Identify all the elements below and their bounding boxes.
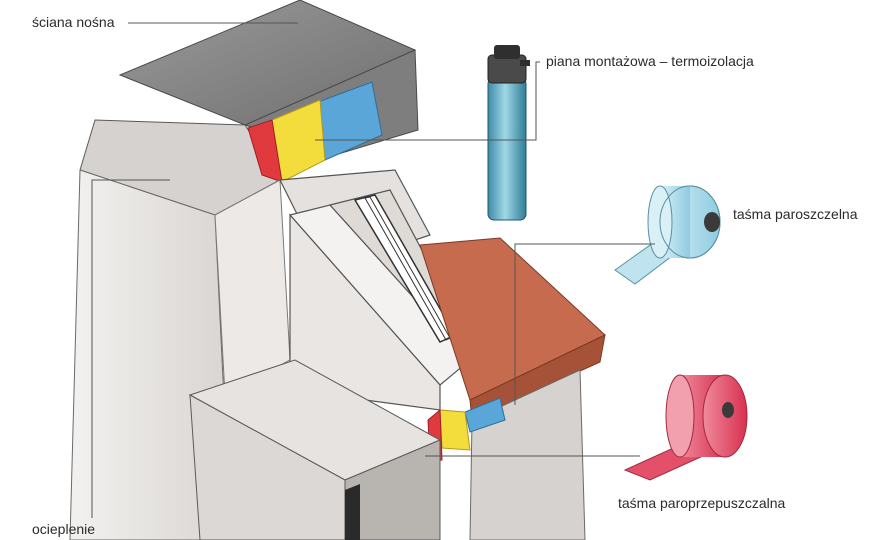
leader-foam [315,61,540,141]
label-vapor-tight-tape: taśma paroszczelna [733,206,858,222]
foam-can [487,45,530,221]
vapor-permeable-tape-roll [623,374,748,481]
interior-window-sill [419,237,606,421]
exterior-sill-block [188,359,442,540]
vapor-tight-tape-roll [614,185,721,285]
leader-insulation [91,179,170,518]
leader-vapor-tight [514,243,655,405]
vapor-tight-layer-bottom [464,397,506,433]
window-reveal [214,179,291,396]
label-load-bearing-wall: ściana nośna [32,14,115,30]
label-installation-foam: piana montażowa – termoizolacja [546,53,754,69]
foam-layer-bottom [439,409,471,451]
label-insulation: ocieplenie [32,521,96,537]
label-vapor-permeable-tape: taśma paroprzepuszczalna [618,495,786,511]
leader-lines [91,22,655,518]
